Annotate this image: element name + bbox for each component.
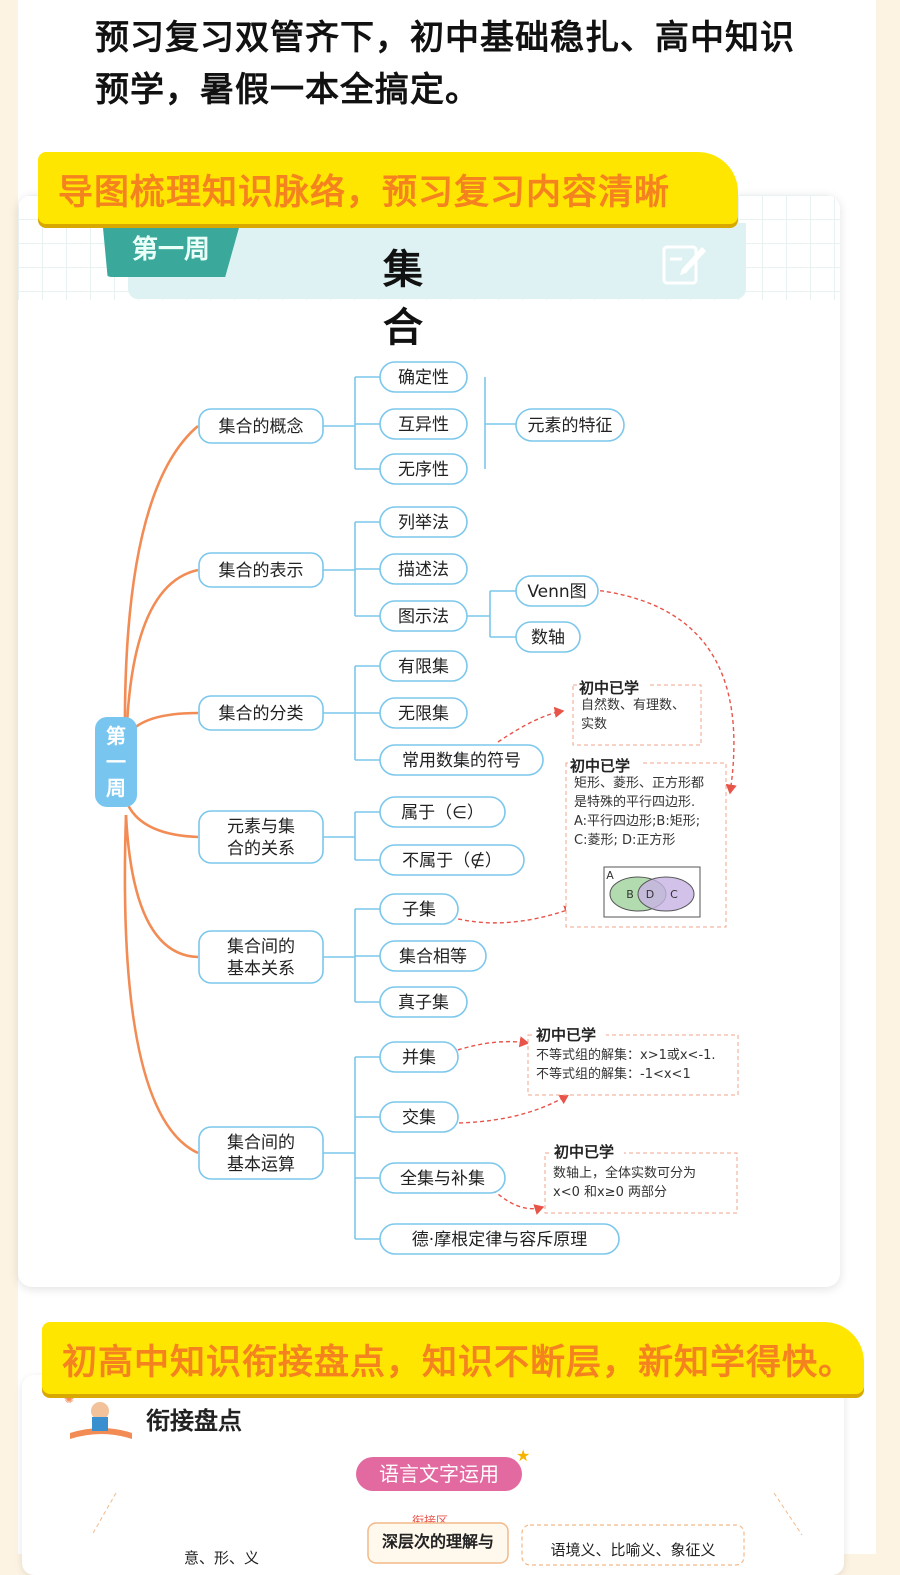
branch-2-child-2-label: 描述法 xyxy=(398,560,449,580)
branch-5-label: 基本关系 xyxy=(227,959,295,979)
branch-2-child-3-label: 图示法 xyxy=(398,607,449,627)
svg-text:✺: ✺ xyxy=(64,1392,74,1406)
branch-3-child-2-label: 无限集 xyxy=(398,704,449,724)
cut-text: 意、形、义 xyxy=(184,1549,259,1567)
mindmap-card: 第一周 集 合 第 一 周 xyxy=(18,195,840,1287)
branch-2-child-1-label: 列举法 xyxy=(398,513,449,533)
side-week-char-1: 第 xyxy=(106,724,126,748)
branch-3-child-3-label: 常用数集的符号 xyxy=(402,751,521,771)
note-3-title: 初中已学 xyxy=(536,1026,596,1044)
branch-6-label: 集合间的 xyxy=(227,1133,295,1153)
number-line-label: 数轴 xyxy=(531,628,565,648)
branch-6-child-3-label: 全集与补集 xyxy=(400,1169,485,1189)
venn-diagram-label: Venn图 xyxy=(527,582,586,602)
note-2-line-4: C:菱形; D:正方形 xyxy=(574,832,675,848)
venn-label-C: C xyxy=(670,888,678,901)
note-1-title: 初中已学 xyxy=(579,679,639,697)
banner-mindmap: 导图梳理知识脉络，预习复习内容清晰 xyxy=(38,152,738,224)
section2-heading: 衔接盘点 xyxy=(146,1407,242,1435)
banner-bridge: 初高中知识衔接盘点，知识不断层，新知学得快。 xyxy=(42,1322,864,1394)
branch-5-label: 集合间的 xyxy=(227,937,295,957)
meaning-text: 语境义、比喻义、象征义 xyxy=(550,1541,715,1559)
branch-1-child-3-label: 无序性 xyxy=(398,460,449,480)
bridge-section: ✺ 衔接盘点 语言文字运用 ★ 衔接区 深层次的理解与 语境义、比喻义、象征义 … xyxy=(22,1375,844,1575)
note-2-title: 初中已学 xyxy=(570,757,630,775)
branch-6-child-1-label: 并集 xyxy=(402,1048,436,1068)
branch-5-child-2-label: 集合相等 xyxy=(399,947,467,967)
branch-5-child-3-label: 真子集 xyxy=(398,993,449,1013)
venn-label-B: B xyxy=(626,888,634,901)
branch-3-label: 集合的分类 xyxy=(219,704,304,724)
note-2-line-3: A:平行四边形;B:矩形; xyxy=(574,814,700,829)
book-icon: ✺ xyxy=(64,1392,132,1439)
note-3-line-1: 不等式组的解集：x>1或x<-1. xyxy=(536,1047,716,1063)
note-2-line-1: 矩形、菱形、正方形都 xyxy=(574,775,704,791)
side-week-char-2: 一 xyxy=(106,750,126,774)
branch-4-label: 元素与集 xyxy=(227,817,295,837)
branch-5-child-1-label: 子集 xyxy=(402,900,436,920)
arrow-symbols-to-note xyxy=(498,711,563,742)
note-4-box xyxy=(545,1153,737,1213)
note-4-line-1: 数轴上，全体实数可分为 xyxy=(553,1165,696,1181)
deep-understanding-text: 深层次的理解与 xyxy=(382,1532,494,1551)
branch-3-child-1-label: 有限集 xyxy=(398,657,449,677)
element-features-label: 元素的特征 xyxy=(528,416,613,436)
side-week-char-3: 周 xyxy=(106,776,126,800)
note-2-line-2: 是特殊的平行四边形. xyxy=(574,794,695,810)
branch-6-child-4-label: 德·摩根定律与容斥原理 xyxy=(412,1230,587,1250)
note-4-line-2: x<0 和x≥0 两部分 xyxy=(553,1185,667,1200)
branch-1-child-1-label: 确定性 xyxy=(398,368,449,388)
branch-4-label: 合的关系 xyxy=(227,839,295,859)
venn-label-D: D xyxy=(646,888,654,901)
venn-label-A: A xyxy=(606,869,614,882)
branch-6-label: 基本运算 xyxy=(227,1155,295,1175)
branch-1-child-2-label: 互异性 xyxy=(398,415,449,435)
star-icon: ★ xyxy=(516,1446,530,1465)
branch-4-child-2-label: 不属于（∉） xyxy=(402,851,502,871)
language-tag: 语言文字运用 xyxy=(379,1462,499,1486)
branch-4-child-1-label: 属于（∈） xyxy=(401,803,484,823)
banner-mindmap-text: 导图梳理知识脉络，预习复习内容清晰 xyxy=(58,164,670,215)
bridge-card: ✺ 衔接盘点 语言文字运用 ★ 衔接区 深层次的理解与 语境义、比喻义、象征义 … xyxy=(22,1375,844,1575)
branch-2-label: 集合的表示 xyxy=(219,561,304,581)
note-1-line-2: 实数 xyxy=(581,717,607,732)
note-1-line-1: 自然数、有理数、 xyxy=(581,697,685,713)
note-3-line-2: 不等式组的解集：-1<x<1 xyxy=(536,1066,691,1082)
intro-text: 预习复习双管齐下，初中基础稳扎、高中知识预学，暑假一本全搞定。 xyxy=(95,12,795,116)
note-4-title: 初中已学 xyxy=(554,1143,614,1161)
branch-1-label: 集合的概念 xyxy=(219,416,304,437)
branch-6-child-2-label: 交集 xyxy=(402,1108,436,1128)
banner-bridge-text: 初高中知识衔接盘点，知识不断层，新知学得快。 xyxy=(62,1334,854,1385)
